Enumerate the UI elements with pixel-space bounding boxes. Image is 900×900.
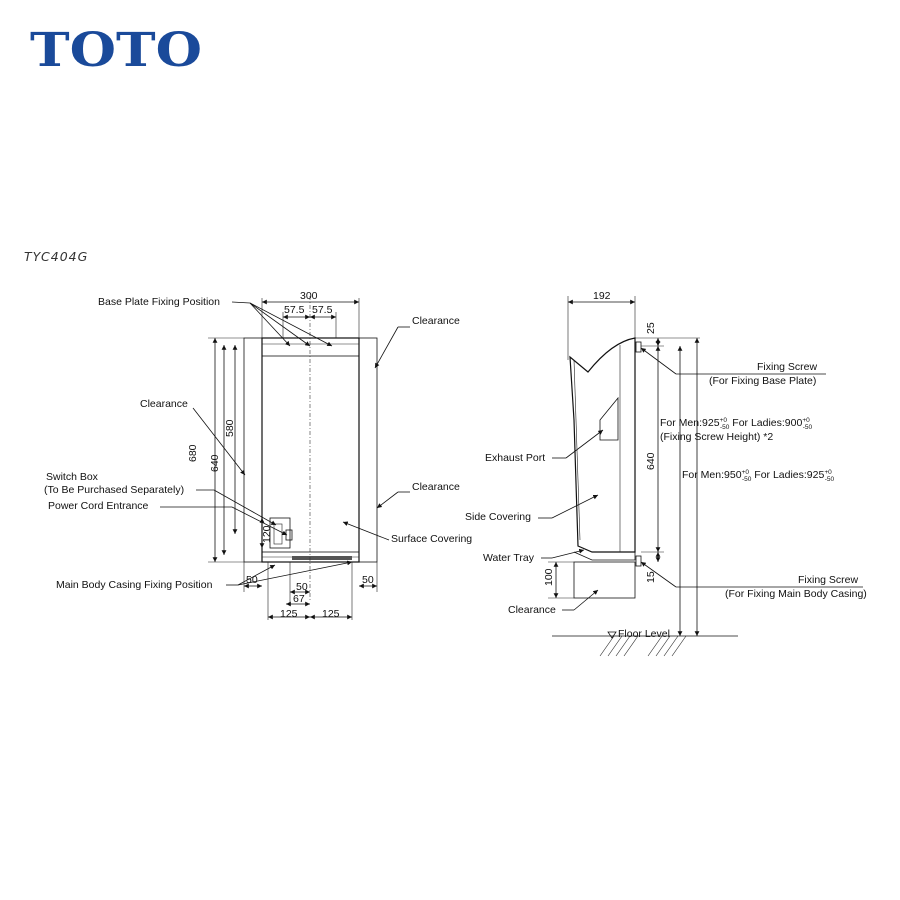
base-plate (261, 337, 360, 357)
label-fixing-screw-bottom: Fixing Screw (798, 574, 859, 586)
dim-height-680: 680 (187, 444, 199, 462)
label-base-plate: Base Plate Fixing Position (98, 296, 220, 308)
label-surface-covering: Surface Covering (391, 533, 472, 545)
dim-half-right: 57.5 (312, 304, 333, 316)
dim-half-left: 57.5 (284, 304, 305, 316)
switch-box-inner (273, 523, 283, 545)
exhaust-port (599, 396, 619, 441)
floor-level-icon (607, 631, 617, 639)
dim-w125-right: 125 (322, 608, 340, 620)
front-view: 300 57.5 57.5 Base Plate Fixing Position… (44, 290, 472, 620)
dim-depth-192: 192 (593, 290, 611, 302)
front-body-outline (261, 337, 360, 563)
screw-height-a: For Men:925+0-50 For Ladies:900+0-50 (660, 417, 813, 431)
switch-box (269, 517, 291, 549)
label-clearance-right: Clearance (412, 481, 460, 493)
side-view: 192 Exhaust Port Side Covering Water Tra… (465, 290, 867, 657)
label-fixing-screw-top-note: (For Fixing Base Plate) (709, 375, 816, 387)
dim-w50-right: 50 (362, 574, 374, 586)
water-tray (573, 551, 636, 561)
label-switch-box-note: (To Be Purchased Separately) (44, 484, 184, 496)
dim-height-640: 640 (209, 454, 221, 472)
label-fixing-screw-top: Fixing Screw (757, 361, 818, 373)
label-water-tray: Water Tray (483, 552, 535, 564)
dim-100: 100 (543, 568, 555, 586)
label-main-body-fixing: Main Body Casing Fixing Position (56, 579, 213, 591)
total-height: For Men:950+0-50 For Ladies:925+0-50 (682, 469, 835, 483)
clearance-wall-right (358, 337, 378, 563)
label-clearance-side: Clearance (508, 604, 556, 616)
screw-height-note: (Fixing Screw Height) *2 (660, 431, 773, 443)
label-exhaust-port: Exhaust Port (485, 452, 545, 464)
dim-640-side: 640 (645, 452, 657, 470)
dim-15: 15 (645, 571, 657, 583)
dim-25: 25 (645, 322, 657, 334)
brand-logo: TOTO (30, 23, 202, 78)
fixing-screw-bottom (635, 555, 642, 567)
floor-hatch (599, 635, 687, 657)
clearance-wall-left (243, 337, 263, 563)
label-switch-box: Switch Box (46, 471, 99, 483)
side-body-profile (569, 337, 636, 553)
dim-w50-left: 50 (246, 574, 258, 586)
dim-w67: 67 (293, 593, 305, 605)
dim-height-120: 120 (261, 525, 273, 543)
dim-height-580: 580 (224, 419, 236, 437)
label-side-covering: Side Covering (465, 511, 531, 523)
label-clearance-top: Clearance (412, 315, 460, 327)
label-fixing-screw-bottom-note: (For Fixing Main Body Casing) (725, 588, 867, 600)
fixing-screw-top (635, 341, 642, 353)
label-floor-level: Floor Level (618, 628, 670, 640)
dim-w125-left: 125 (280, 608, 298, 620)
dim-width-300: 300 (300, 290, 318, 302)
dim-w50-mid: 50 (296, 581, 308, 593)
clearance-below (573, 561, 636, 599)
label-clearance-left: Clearance (140, 398, 188, 410)
front-tray-slot (292, 556, 352, 560)
power-cord-entrance (285, 529, 293, 541)
model-number: TYC404G (24, 249, 88, 264)
label-power-cord: Power Cord Entrance (48, 500, 149, 512)
